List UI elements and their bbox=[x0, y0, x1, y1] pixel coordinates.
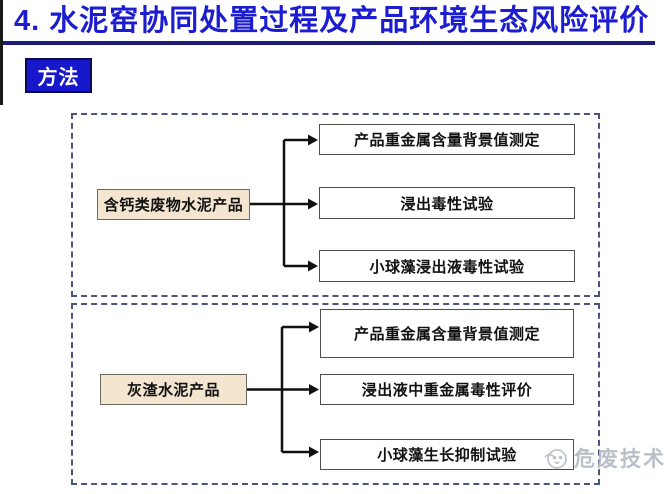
title-underline bbox=[3, 41, 655, 45]
diagram-ash-cement: 灰渣水泥产品 产品重金属含量背景值测定 浸出液中重金属毒性评价 小球藻生长抑制试… bbox=[71, 303, 600, 485]
source-box: 含钙类废物水泥产品 bbox=[97, 189, 250, 220]
target-box: 小球藻浸出液毒性试验 bbox=[319, 250, 575, 282]
target-box: 浸出毒性试验 bbox=[319, 187, 575, 219]
page-title: 4. 水泥窑协同处置过程及产品环境生态风险评价 bbox=[14, 5, 650, 37]
target-box: 产品重金属含量背景值测定 bbox=[319, 124, 575, 155]
source-box: 灰渣水泥产品 bbox=[100, 374, 247, 405]
left-edge-line bbox=[0, 0, 3, 105]
target-box: 小球藻生长抑制试验 bbox=[320, 439, 574, 470]
target-box: 浸出液中重金属毒性评价 bbox=[320, 374, 574, 405]
target-box: 产品重金属含量背景值测定 bbox=[320, 309, 574, 358]
watermark: 危废技术 bbox=[541, 443, 666, 473]
diagram-calcium-waste-cement: 含钙类废物水泥产品 产品重金属含量背景值测定 浸出毒性试验 小球藻浸出液毒性试验 bbox=[71, 113, 600, 297]
method-badge: 方法 bbox=[25, 58, 92, 93]
chick-logo-icon bbox=[544, 449, 567, 469]
watermark-label: 危废技术 bbox=[574, 448, 666, 471]
